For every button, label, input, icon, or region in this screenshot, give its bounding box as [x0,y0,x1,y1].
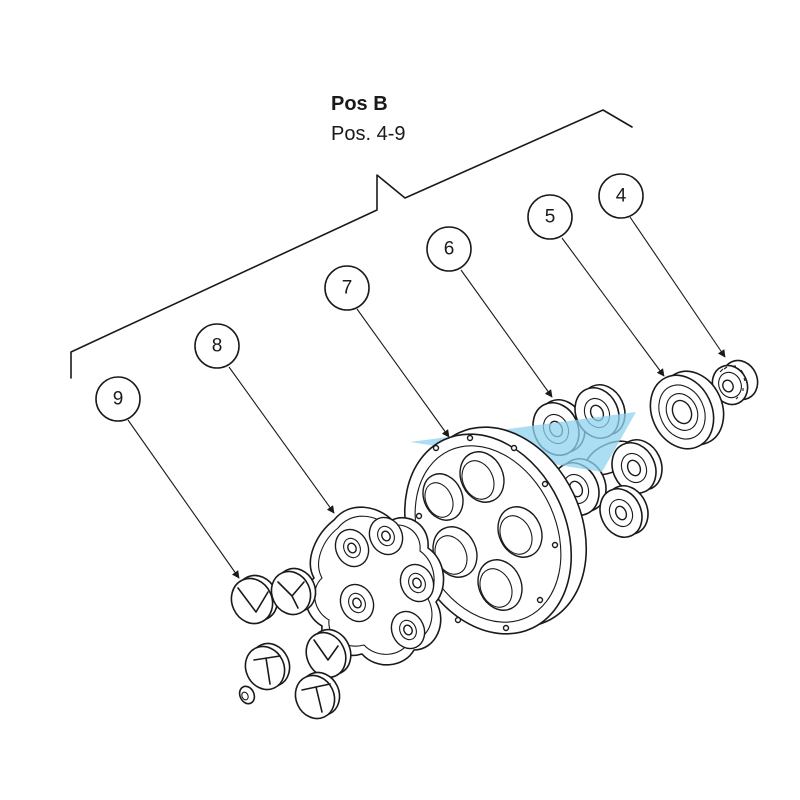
disc-pocket-2 [497,506,543,558]
planet-bearing-5 [599,485,649,538]
disc-rim-holes [415,434,559,632]
callout-7[interactable]: 7 [324,265,370,311]
wedge-insert-3 [305,628,352,679]
leader-7 [356,308,450,438]
leader-8 [228,366,335,514]
disc-pocket-3 [477,559,523,611]
group-title: Pos B [331,93,388,115]
planet-bearing-3 [611,439,663,494]
plate-hub-1 [334,528,370,568]
svg-text:5: 5 [545,207,556,228]
leader-9 [127,419,240,579]
leader-5 [561,237,665,377]
plate-hub-4 [390,610,426,650]
svg-text:9: 9 [113,389,124,410]
group-bracket [70,109,633,379]
wedge-insert-2 [270,567,317,616]
callout-9[interactable]: 9 [95,376,141,422]
callout-8[interactable]: 8 [194,323,240,369]
bearing-part[interactable] [639,361,735,459]
leader-4 [629,216,726,358]
svg-text:8: 8 [212,336,223,357]
disc-pocket-5 [422,473,464,521]
carrier-disc-part[interactable] [373,400,617,661]
wedge-insert-4 [244,642,291,691]
plate-hub-5 [339,583,375,623]
wedge-inserts-part[interactable] [224,562,358,725]
plate-hub-2 [368,516,404,556]
callout-6[interactable]: 6 [426,226,472,272]
callout-5[interactable]: 5 [527,194,573,240]
wedge-insert-5 [294,671,341,720]
lobed-plate-part[interactable] [304,506,445,666]
callout-4[interactable]: 4 [598,173,644,219]
leader-6 [460,269,553,398]
plate-hub-3 [399,563,435,603]
svg-text:6: 6 [444,239,455,260]
svg-text:4: 4 [616,186,627,207]
disc-pocket-1 [459,451,505,503]
small-screw [238,685,256,705]
svg-text:7: 7 [342,278,353,299]
group-subtitle: Pos. 4-9 [331,123,405,145]
